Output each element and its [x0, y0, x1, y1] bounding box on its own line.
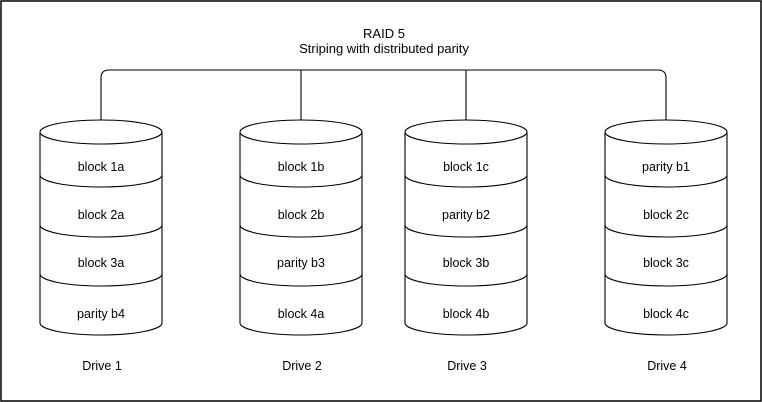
drive-4-segment-divider-2: [604, 224, 728, 238]
drive-1-segment-3-label: block 3a: [78, 256, 125, 270]
drive-1-segment-divider-2: [39, 224, 163, 238]
drive-4-group: parity b1 block 2c block 3c block 4c Dri…: [604, 119, 728, 373]
drive-4-segment-divider-1: [604, 174, 728, 188]
drive-3-segment-divider-1: [404, 174, 528, 188]
drive-3-segment-1-label: block 1c: [443, 160, 489, 174]
drive-4-label: Drive 4: [647, 359, 687, 373]
drive-1-group: block 1a block 2a block 3a parity b4 Dri…: [39, 119, 163, 373]
diagram-title: RAID 5: [363, 26, 405, 41]
drive-3-segment-2-label: parity b2: [442, 208, 490, 222]
drive-1-label: Drive 1: [82, 359, 122, 373]
drive-3-cylinder-top: [404, 119, 528, 145]
drive-3-segment-divider-2: [404, 224, 528, 238]
drive-2-group: block 1b block 2b parity b3 block 4a Dri…: [239, 119, 363, 373]
drive-1-segment-1-label: block 1a: [78, 160, 125, 174]
drive-2-cylinder-top: [239, 119, 363, 145]
drive-4-segment-2-label: block 2c: [643, 208, 689, 222]
drive-2-segment-1-label: block 1b: [278, 160, 325, 174]
drive-2-segment-4-label: block 4a: [278, 307, 325, 321]
drive-1-segment-2-label: block 2a: [78, 208, 125, 222]
diagram-subtitle: Striping with distributed parity: [299, 41, 469, 56]
drive-1-segment-divider-1: [39, 174, 163, 188]
drive-2-label: Drive 2: [282, 359, 322, 373]
drive-2-segment-2-label: block 2b: [278, 208, 325, 222]
drive-1-segment-divider-3: [39, 273, 163, 287]
drive-3-segment-divider-3: [404, 273, 528, 287]
drive-3-group: block 1c parity b2 block 3b block 4b Dri…: [404, 119, 528, 373]
drive-4-segment-4-label: block 4c: [643, 307, 689, 321]
drive-1-cylinder-top: [39, 119, 163, 145]
drive-4-cylinder-top: [604, 119, 728, 145]
drive-4-segment-divider-3: [604, 273, 728, 287]
drive-3-segment-4-label: block 4b: [443, 307, 490, 321]
drive-4-segment-3-label: block 3c: [643, 256, 689, 270]
drive-2-segment-divider-1: [239, 174, 363, 188]
drive-2-segment-3-label: parity b3: [277, 256, 325, 270]
drive-1-segment-4-label: parity b4: [77, 307, 125, 321]
drive-2-segment-divider-3: [239, 273, 363, 287]
drive-3-label: Drive 3: [447, 359, 487, 373]
drive-3-segment-3-label: block 3b: [443, 256, 490, 270]
bus-connector-line: [100, 69, 667, 122]
drive-2-segment-divider-2: [239, 224, 363, 238]
drive-4-segment-1-label: parity b1: [642, 160, 690, 174]
